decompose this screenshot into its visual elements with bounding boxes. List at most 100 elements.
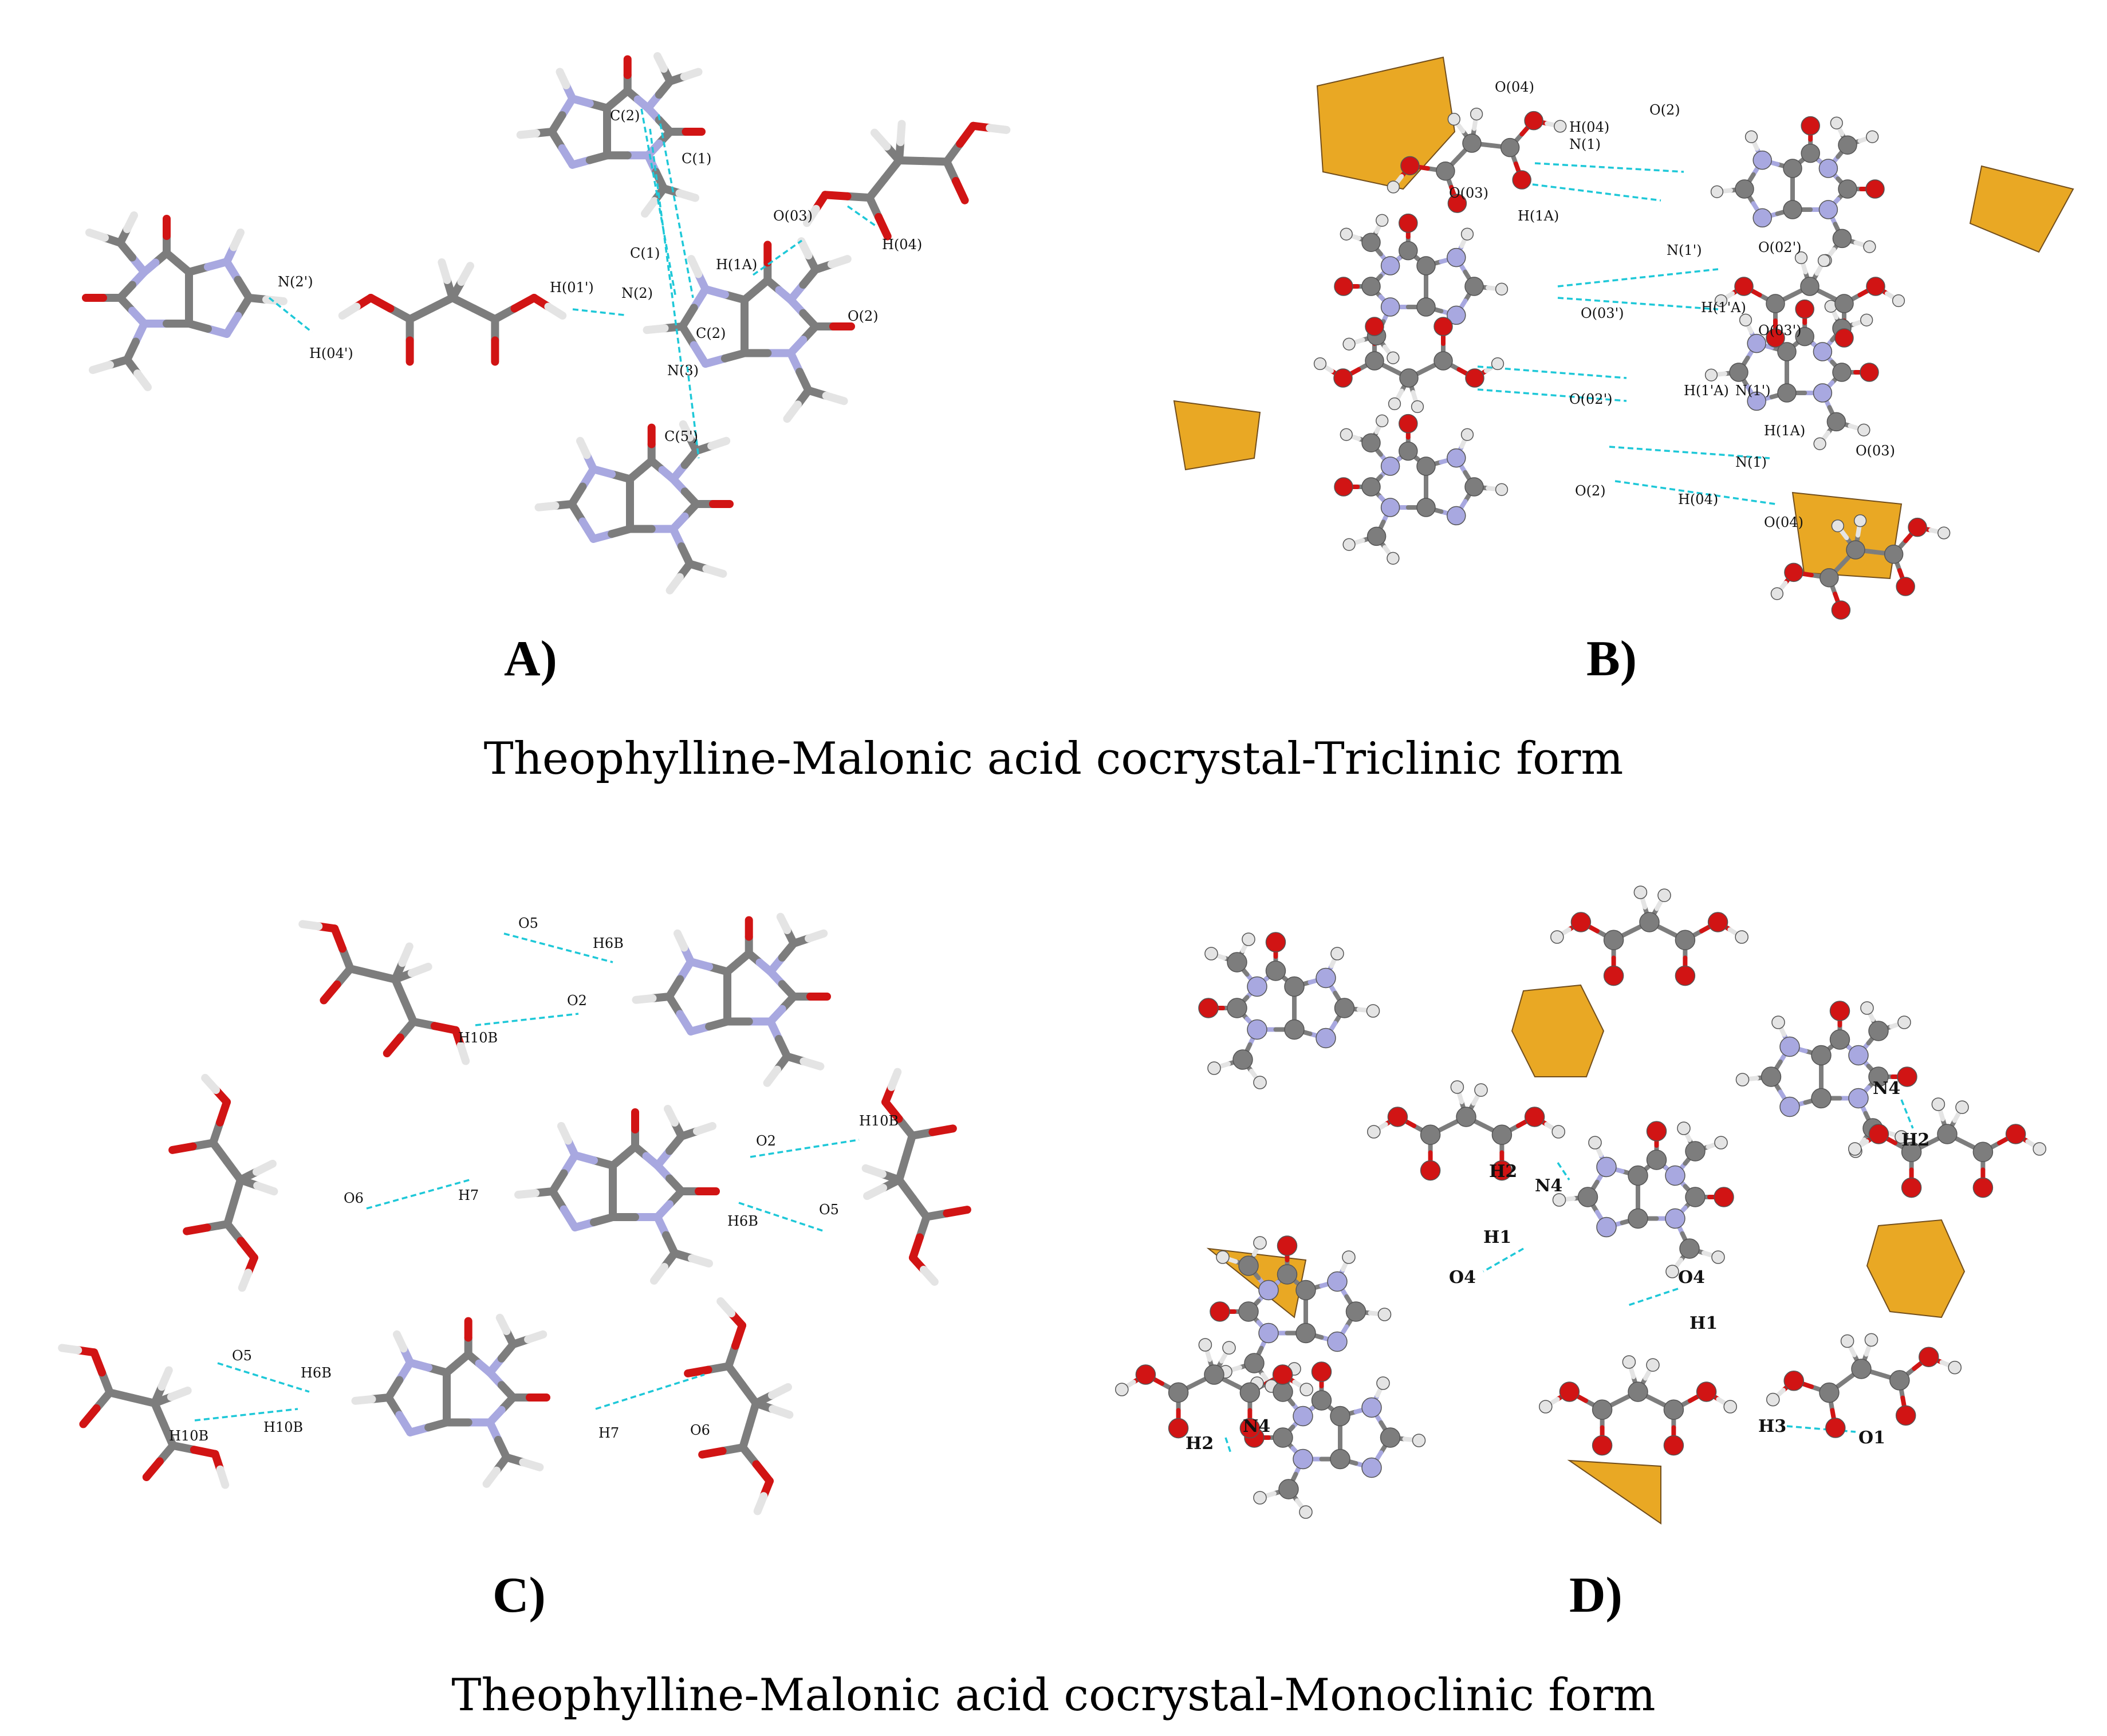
bond	[928, 1124, 957, 1136]
hydrogen-bond	[1557, 297, 1719, 310]
atom-label: H(04)	[1569, 119, 1609, 135]
hydrogen-atom	[1330, 947, 1344, 960]
atom-label: H1	[1689, 1313, 1718, 1333]
hydrogen-bond	[1224, 1437, 1232, 1455]
hydrogen-atom	[1387, 180, 1400, 194]
hydrogen-bond	[194, 1408, 298, 1422]
hydrogen-bond	[1523, 182, 1661, 202]
oxygen-atom	[1559, 1381, 1580, 1402]
hydrogen-atom	[1495, 483, 1509, 496]
atom-label: H(04)	[1678, 491, 1718, 507]
oxygen-atom	[1707, 912, 1728, 932]
carbon-atom	[1295, 1322, 1316, 1344]
atom-label: H(04)	[882, 237, 922, 253]
bond	[887, 1068, 902, 1091]
carbon-atom	[1361, 477, 1381, 497]
atom-label: N(3)	[667, 363, 699, 379]
hydrogen-atom	[1412, 1434, 1426, 1447]
hydrogen-atom	[1830, 116, 1843, 129]
atom-label: O(03')	[1758, 322, 1802, 338]
oxygen-atom	[1831, 600, 1851, 620]
nitrogen-atom	[1747, 391, 1766, 411]
oxygen-atom	[1491, 1160, 1513, 1181]
oxygen-atom	[1265, 932, 1286, 952]
bond	[456, 1041, 470, 1065]
oxygen-atom	[1714, 1187, 1734, 1207]
carbon-atom	[1366, 526, 1387, 546]
oxygen-atom	[1829, 1001, 1850, 1021]
nitrogen-atom	[1293, 1448, 1313, 1470]
carbon-atom	[1801, 143, 1820, 163]
carbon-atom	[1232, 1049, 1253, 1070]
carbon-atom	[1311, 1390, 1332, 1411]
bond	[653, 52, 668, 73]
hydrogen-atom	[1460, 227, 1474, 241]
bond	[693, 1122, 716, 1135]
oxygen-atom	[1784, 562, 1803, 582]
carbon-atom	[1889, 1370, 1910, 1391]
hydrogen-atom	[1948, 1360, 1962, 1375]
carbon-atom	[1639, 912, 1660, 932]
carbon-atom	[1334, 998, 1355, 1018]
atom-label: O5	[232, 1348, 252, 1364]
hydrogen-atom	[1735, 1073, 1750, 1087]
carbon-atom	[1365, 351, 1384, 371]
hydrogen-atom	[1771, 1015, 1785, 1029]
carbon-atom	[1399, 368, 1419, 388]
oxygen-atom	[1512, 170, 1531, 190]
bond	[753, 1492, 768, 1515]
hydrogen-atom	[1460, 428, 1474, 441]
bond	[557, 1122, 572, 1145]
bond	[684, 1365, 712, 1377]
bond	[252, 1159, 277, 1176]
carbon-atom	[1265, 960, 1286, 981]
atom-label: H10B	[263, 1419, 303, 1435]
atom-label: H(1'A)	[1701, 300, 1746, 316]
bond	[687, 255, 703, 278]
atom-label: H(1A)	[716, 257, 757, 273]
bond	[320, 980, 341, 1005]
oxygen-atom	[1400, 156, 1420, 176]
carbon-atom	[1777, 383, 1797, 403]
atom-label: O4	[1449, 1267, 1476, 1288]
nitrogen-atom	[1293, 1406, 1313, 1427]
hydrogen-atom	[2033, 1142, 2046, 1156]
hydrogen-bond	[1609, 446, 1770, 459]
carbon-atom	[1500, 137, 1520, 158]
oxygen-atom	[1524, 111, 1543, 131]
hydrogen-atom	[1895, 1130, 1908, 1144]
bond	[438, 258, 451, 284]
carbon-atom	[1456, 1107, 1476, 1127]
carbon-atom	[1663, 1399, 1684, 1420]
hydrogen-bond	[657, 114, 694, 298]
atom-label: O(2)	[848, 308, 879, 324]
nitrogen-atom	[1848, 1045, 1869, 1066]
atom-label: H3	[1758, 1416, 1786, 1436]
hydrogen-bond	[640, 108, 677, 298]
hydrogen-bond	[686, 366, 700, 459]
nitrogen-atom	[1258, 1280, 1279, 1301]
carbon-atom	[1227, 952, 1247, 973]
carbon-atom	[1330, 1406, 1350, 1427]
hydrogen-atom	[1831, 519, 1844, 533]
hydrogen-atom	[1711, 1250, 1725, 1264]
nitrogen-atom	[1447, 448, 1466, 468]
carbon-atom	[1628, 1381, 1648, 1402]
panel-b-diagram: O(04)H(04)O(2)N(1)O(03)H(1A)N(1')O(02')H…	[1173, 56, 2074, 620]
oxygen-atom	[1801, 116, 1820, 136]
atom-label: H(01')	[550, 280, 594, 296]
atom-label: C(1)	[630, 245, 660, 261]
oxygen-atom	[1868, 1124, 1889, 1144]
atom-label: H(04')	[309, 345, 353, 361]
bond	[58, 1344, 82, 1355]
carbon-atom	[1361, 433, 1381, 452]
hydrogen-bond	[752, 239, 803, 276]
carbon-atom	[1675, 930, 1696, 950]
atom-label: O(02')	[1569, 391, 1613, 407]
hydrogen-atom	[1450, 1080, 1464, 1094]
bond	[767, 1383, 792, 1399]
oxygen-atom	[1860, 363, 1879, 382]
hydrogen-atom	[1857, 423, 1870, 436]
nitrogen-atom	[1327, 1331, 1348, 1352]
atom-label: O5	[819, 1202, 839, 1218]
